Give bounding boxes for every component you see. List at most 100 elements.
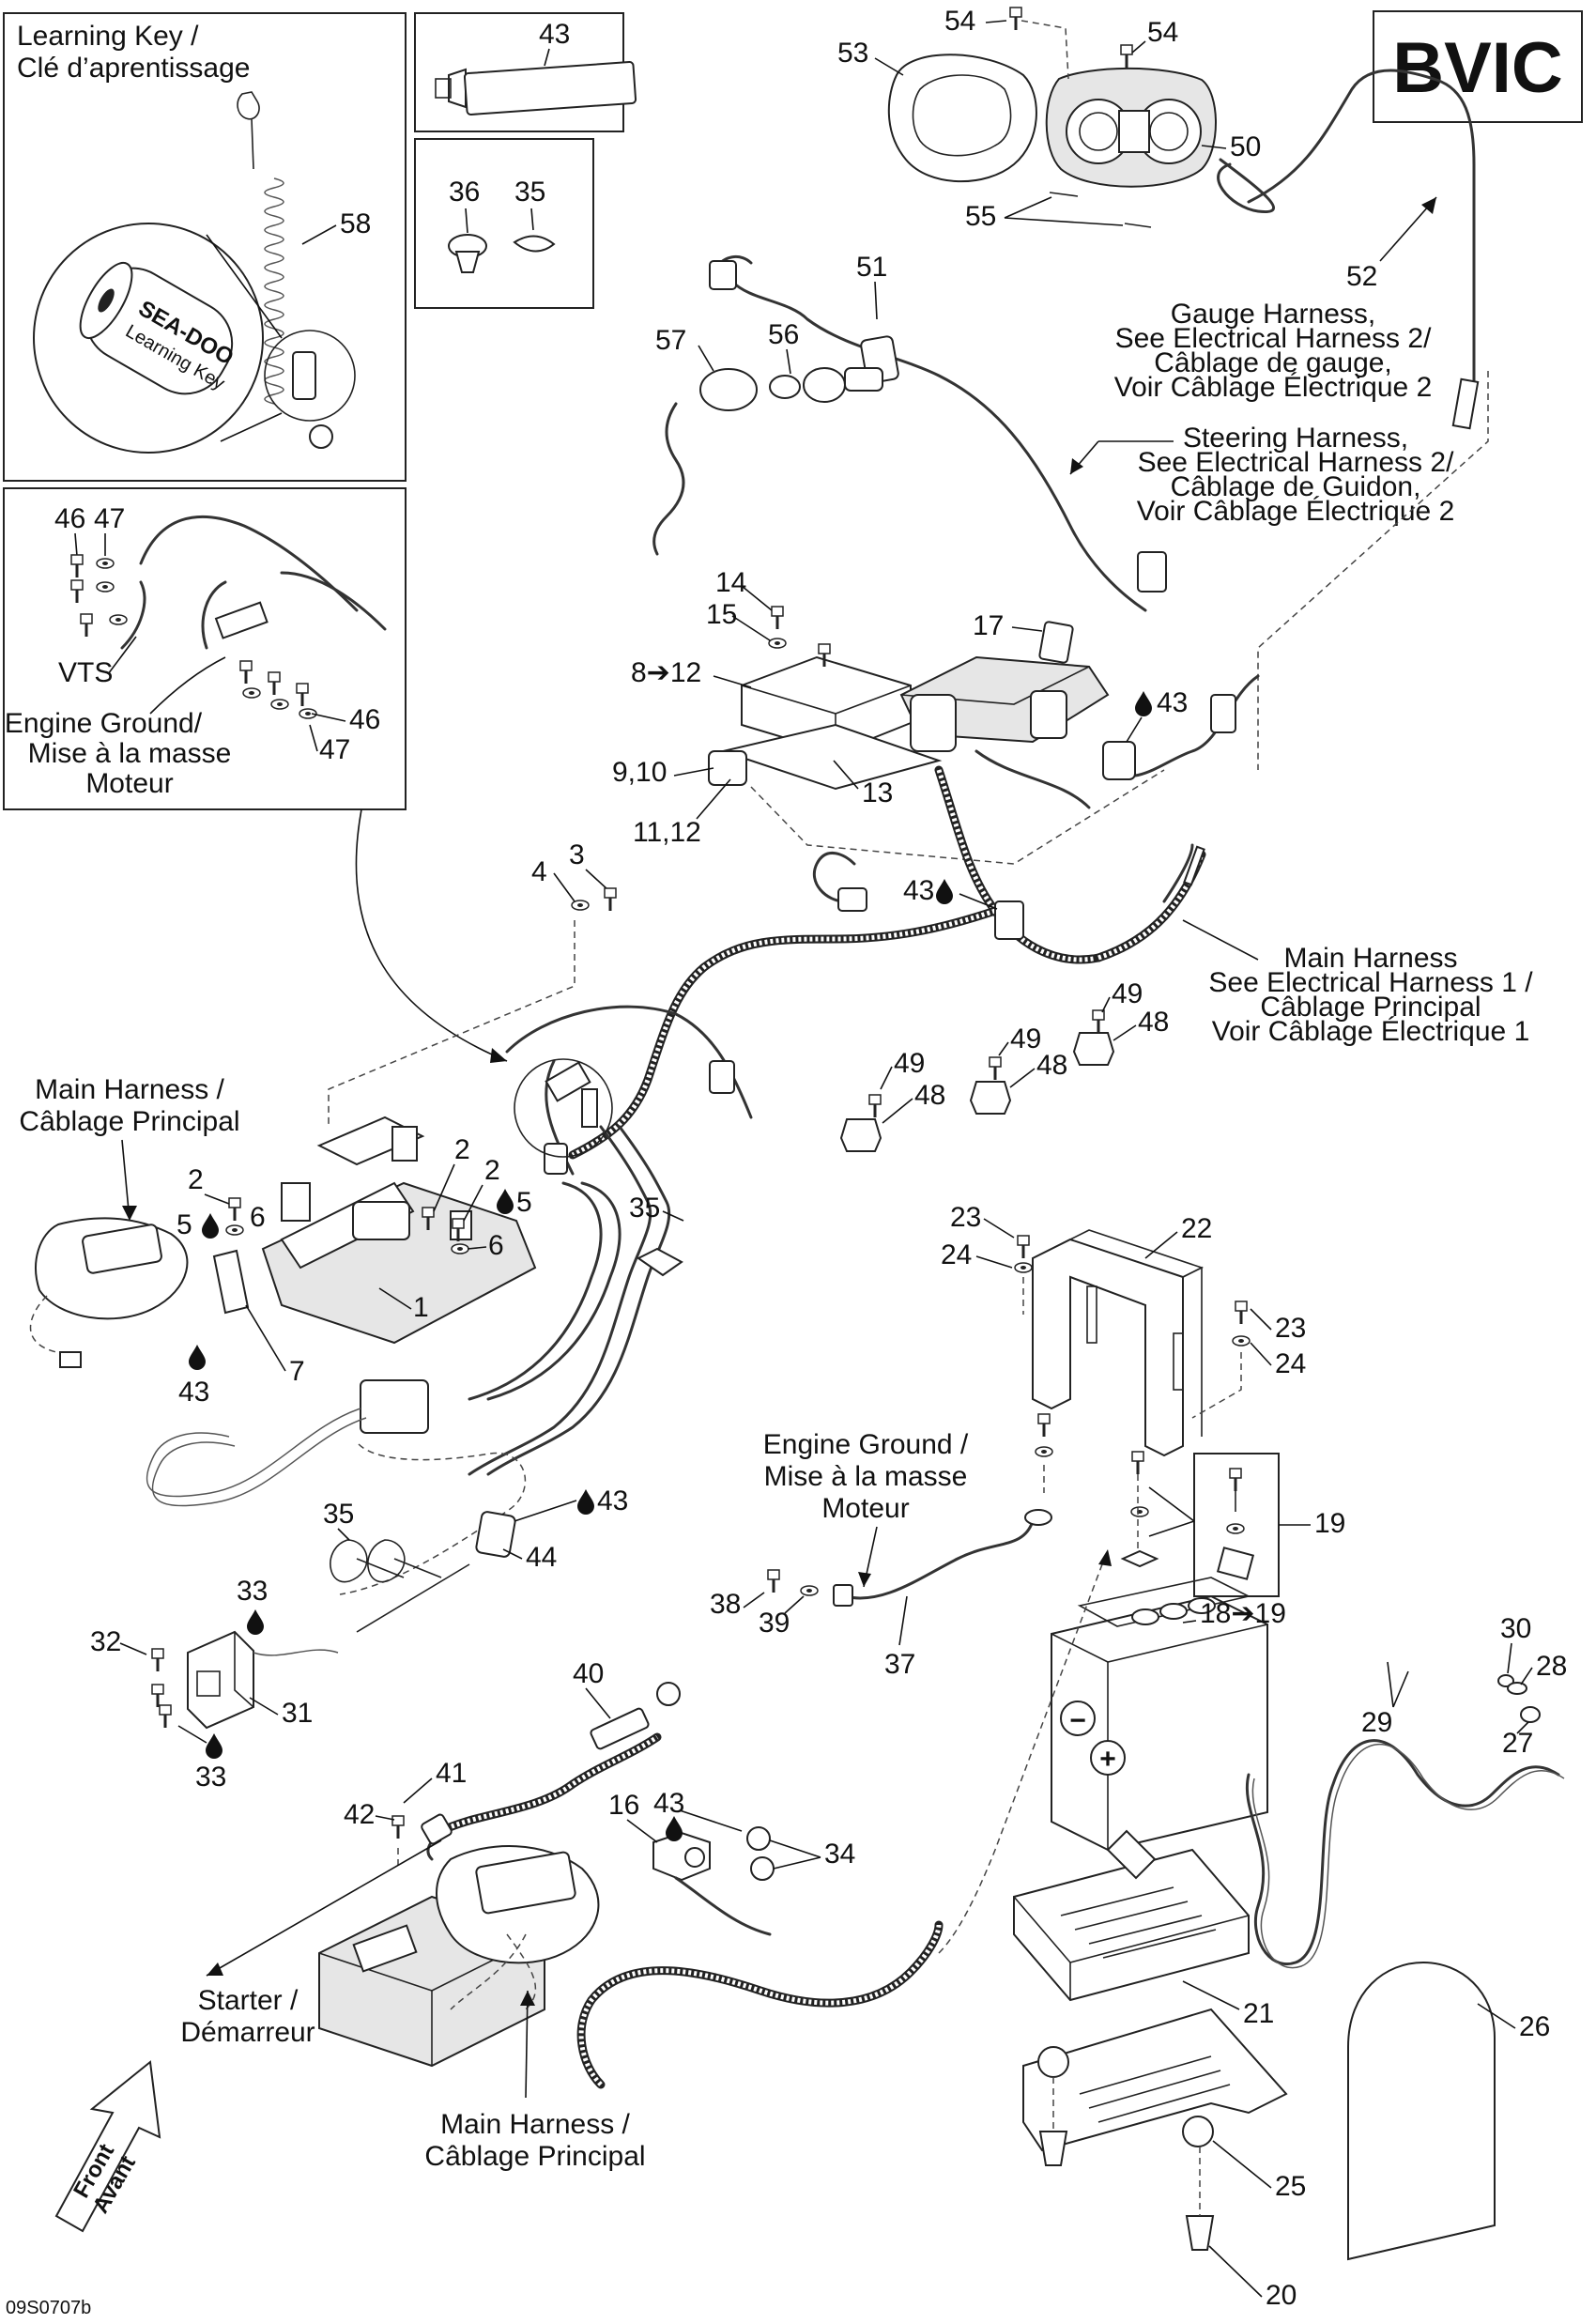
engine-ground-line-1: Engine Ground / — [763, 1429, 969, 1460]
part-35-harness: 35 — [629, 1193, 660, 1224]
gauge-harness-line-1: Gauge Harness, — [1171, 299, 1375, 330]
gauge-harness-line-2: See Electrical Harness 2/ — [1115, 323, 1432, 354]
part-20: 20 — [1266, 2280, 1297, 2311]
part-22: 22 — [1181, 1213, 1212, 1244]
part-13: 13 — [862, 777, 893, 808]
part-43-bracket: 43 — [178, 1377, 209, 1408]
part-29: 29 — [1361, 1707, 1392, 1738]
part-43-connector: 43 — [597, 1485, 628, 1516]
part-11-12: 11,12 — [633, 817, 701, 848]
part-56: 56 — [768, 319, 799, 350]
main-harness-run — [468, 852, 1024, 1476]
part-38: 38 — [710, 1589, 741, 1620]
part-34: 34 — [824, 1839, 855, 1870]
part-48-a: 48 — [914, 1080, 945, 1111]
part-37: 37 — [884, 1649, 915, 1680]
steering-harness-line-1: Steering Harness, — [1183, 423, 1408, 454]
part-2-b: 2 — [454, 1134, 470, 1165]
part-57: 57 — [655, 325, 686, 356]
part-49-b: 49 — [1010, 1023, 1041, 1054]
learning-key-title-2: Clé d’aprentissage — [17, 53, 250, 84]
part-58: 58 — [340, 208, 371, 239]
part-6-a: 6 — [250, 1202, 266, 1233]
switch-housing — [150, 1630, 339, 1730]
part-28: 28 — [1536, 1651, 1567, 1682]
part-30: 30 — [1500, 1613, 1531, 1644]
part-51: 51 — [856, 252, 887, 283]
engine-ground-line-3: Moteur — [821, 1493, 909, 1524]
part-17: 17 — [973, 610, 1004, 641]
inset-grease: 43 — [414, 12, 637, 132]
part-35-ties: 35 — [323, 1499, 354, 1530]
part-23-a: 23 — [950, 1202, 981, 1233]
title-code: BVIC — [1392, 28, 1563, 108]
main-harness-left-line-2: Câblage Principal — [19, 1106, 239, 1137]
part-31: 31 — [282, 1698, 313, 1729]
main-harness-right-line-1: Main Harness — [1283, 943, 1457, 974]
gauge-harness-callout: Gauge Harness, See Electrical Harness 2/… — [1114, 299, 1433, 403]
steering-harness-line-4: Voir Câblage Électrique 2 — [1137, 496, 1455, 527]
steering-harness-line-2: See Electrical Harness 2/ — [1138, 447, 1454, 478]
part-43-starter: 43 — [653, 1788, 684, 1819]
engine-ground-callout: Engine Ground / Mise à la masse Moteur — [763, 1429, 969, 1524]
battery-plus: + — [1099, 1744, 1116, 1775]
learning-key-title-1: Learning Key / — [17, 21, 199, 52]
main-harness-right-line-3: Câblage Principal — [1260, 992, 1481, 1023]
inset-part-46-top: 46 — [54, 503, 85, 534]
ground-cable — [766, 1412, 1053, 1607]
main-harness-right-line-2: See Electrical Harness 1 / — [1208, 967, 1533, 998]
steering-harness-callout: Steering Harness, See Electrical Harness… — [1137, 423, 1455, 527]
part-24-b: 24 — [1275, 1348, 1306, 1379]
part-32: 32 — [90, 1626, 121, 1657]
part-7: 7 — [289, 1356, 305, 1387]
part-33-b: 33 — [195, 1762, 226, 1793]
part-44: 44 — [526, 1542, 557, 1573]
part-2-a: 2 — [188, 1164, 204, 1195]
main-harness-callout-right: Main Harness See Electrical Harness 1 / … — [1208, 943, 1533, 1047]
starter-callout: Starter / Démarreur — [180, 1985, 315, 2048]
part-26: 26 — [1519, 2011, 1550, 2042]
inset-part-47-top: 47 — [94, 503, 125, 534]
part-54-a: 54 — [944, 6, 975, 37]
part-21: 21 — [1243, 1998, 1274, 2029]
starter-cable — [391, 1682, 775, 1936]
part-16: 16 — [608, 1790, 639, 1821]
inset-fasteners: 36 35 — [414, 138, 594, 309]
part-55: 55 — [965, 201, 996, 232]
gauge-cluster — [887, 6, 1480, 430]
part-19: 19 — [1314, 1508, 1345, 1539]
part-18-to-19: 18➔19 — [1200, 1598, 1286, 1629]
inset-engine-ground-title-3: Moteur — [85, 768, 173, 799]
main-harness-bottom-callout: Main Harness / Câblage Principal — [424, 2109, 645, 2172]
part-5-b: 5 — [516, 1187, 532, 1218]
harness-lower — [146, 1181, 683, 1595]
main-harness-module — [899, 621, 1260, 964]
vts-label: VTS — [58, 657, 113, 688]
box-19 — [1148, 1453, 1280, 1597]
inset-engine-ground: 46 47 VTS Engine Ground/ Mise à la masse… — [3, 487, 407, 810]
inset-part-46-bottom: 46 — [349, 704, 380, 735]
foam-pad — [1347, 1961, 1496, 2261]
vent-tube — [1246, 1674, 1565, 1969]
main-harness-bottom-line-2: Câblage Principal — [424, 2141, 645, 2172]
part-9-10: 9,10 — [612, 757, 667, 788]
part-36: 36 — [449, 177, 480, 208]
part-43-harness: 43 — [903, 875, 934, 906]
part-48-c: 48 — [1138, 1007, 1169, 1038]
part-40: 40 — [573, 1658, 604, 1689]
title-box: BVIC — [1373, 10, 1583, 123]
gauge-harness-line-4: Voir Câblage Électrique 2 — [1114, 372, 1433, 403]
part-3: 3 — [569, 839, 585, 870]
battery-tray — [1013, 1829, 1250, 2002]
part-49-a: 49 — [894, 1048, 925, 1079]
steering-harness-line-3: Câblage de Guidon, — [1171, 471, 1421, 502]
main-harness-right-line-4: Voir Câblage Électrique 1 — [1212, 1016, 1530, 1047]
figure-id: 09S0707b — [6, 2298, 91, 2318]
part-24-a: 24 — [941, 1239, 972, 1270]
part-52: 52 — [1346, 261, 1377, 292]
main-harness-bottom-line-1: Main Harness / — [440, 2109, 630, 2140]
battery-bracket — [1014, 1229, 1251, 1457]
part-43-fuse: 43 — [1157, 687, 1188, 718]
engine-ground-line-2: Mise à la masse — [764, 1461, 968, 1492]
starter-assembly — [318, 1548, 1112, 2089]
